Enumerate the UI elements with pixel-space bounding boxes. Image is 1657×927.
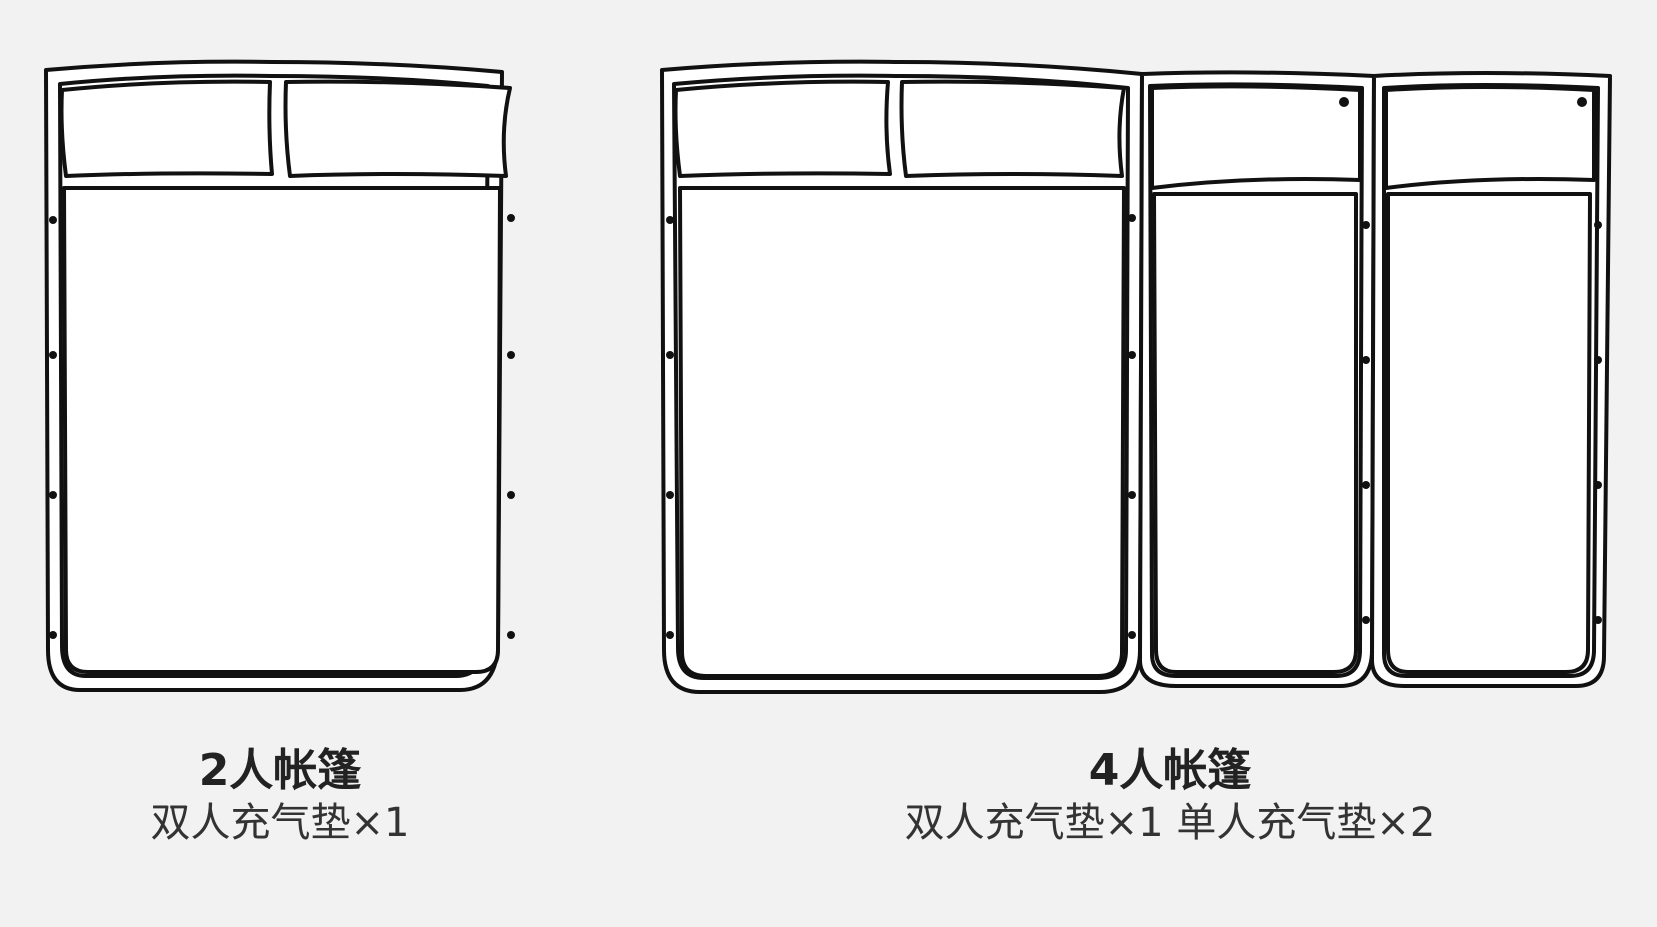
caption-subtitle: 双人充气垫×1 bbox=[150, 800, 410, 846]
pillow-left bbox=[59, 79, 274, 178]
mattress-sleeping-area bbox=[1152, 192, 1358, 674]
double-mattress-4p bbox=[660, 59, 1144, 694]
caption-title: 2人帐篷 bbox=[198, 745, 362, 796]
pillow-left bbox=[673, 79, 892, 178]
caption-subtitle: 双人充气垫×1 单人充气垫×2 bbox=[904, 800, 1436, 846]
single-pillow-area bbox=[1150, 84, 1362, 190]
single-mattress-b bbox=[1370, 71, 1612, 688]
valve-icon bbox=[1577, 97, 1587, 107]
mattress-sleeping-area bbox=[678, 186, 1126, 678]
valve-icon bbox=[1339, 97, 1349, 107]
single-pillow-area bbox=[1384, 85, 1596, 190]
pillow-right bbox=[899, 79, 1126, 178]
mattress-sleeping-area bbox=[62, 186, 502, 674]
pillow-right bbox=[283, 79, 512, 178]
caption-4-person-tent: 4人帐篷 双人充气垫×1 单人充气垫×2 bbox=[760, 745, 1580, 849]
double-mattress-2p bbox=[44, 59, 512, 692]
side-snaps-4p bbox=[666, 214, 1602, 639]
single-mattress-a bbox=[1138, 70, 1376, 688]
caption-2-person-tent: 2人帐篷 双人充气垫×1 bbox=[80, 745, 480, 849]
caption-title: 4人帐篷 bbox=[1088, 745, 1252, 796]
mattress-sleeping-area bbox=[1386, 192, 1592, 674]
side-snaps-2p bbox=[49, 214, 515, 639]
